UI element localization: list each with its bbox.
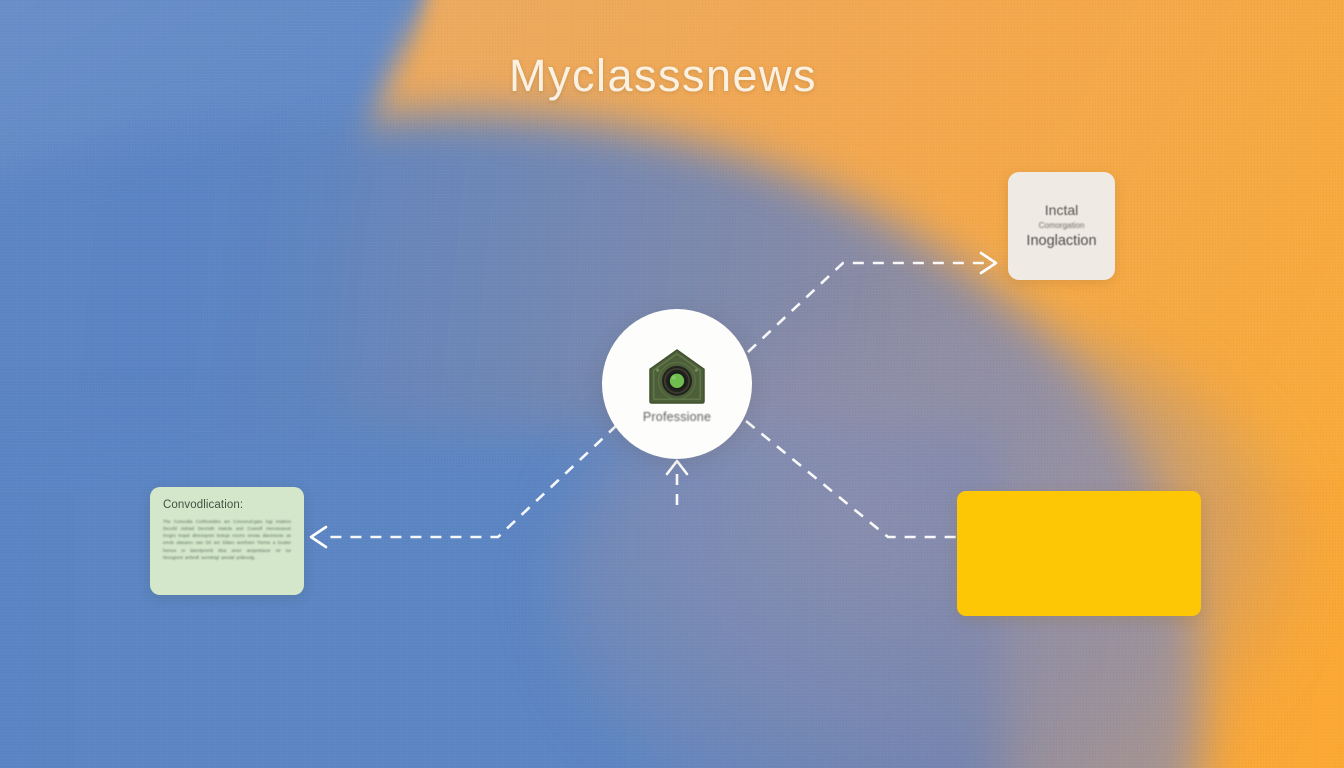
info-card[interactable]: Inctal Comorgation Inoglaction bbox=[1008, 172, 1115, 280]
info-card-line-1: Inctal bbox=[1044, 201, 1079, 218]
convolution-card-heading: Convodlication: bbox=[163, 499, 244, 511]
page-title: Myclasssnews bbox=[508, 50, 818, 101]
hub-label: Professione bbox=[642, 409, 712, 424]
convolution-card-body: The Convodia Corthcarides ani Conoorud-g… bbox=[163, 519, 291, 560]
info-card-line-2: Comorgation bbox=[1038, 221, 1085, 231]
info-card-line-3: Inoglaction bbox=[1026, 233, 1097, 250]
convolution-card[interactable]: Convodlication: The Convodia Corthcaride… bbox=[150, 487, 304, 595]
yellow-panel[interactable] bbox=[957, 491, 1201, 616]
hub-node[interactable]: Professione bbox=[602, 309, 752, 459]
house-camera-lens-icon bbox=[649, 348, 705, 404]
